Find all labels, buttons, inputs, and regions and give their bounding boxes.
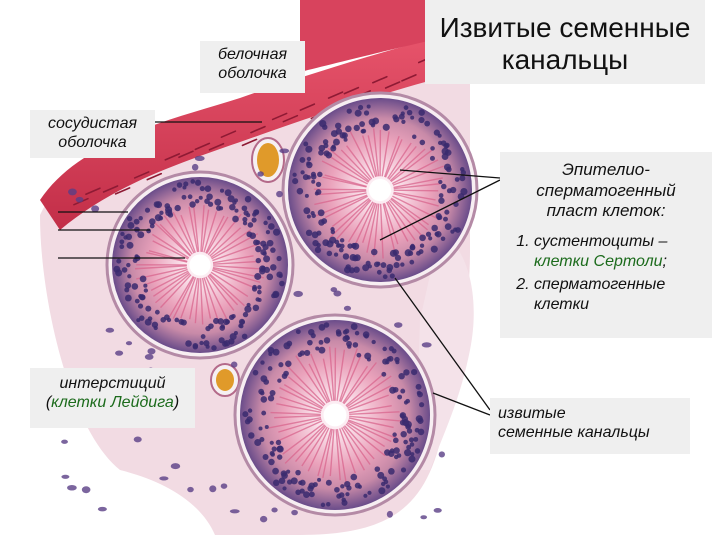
label-tubules-line-1: извитые: [498, 405, 566, 422]
title-line-2: канальцы: [501, 44, 629, 76]
sertoli-main-text: сустентоциты –: [534, 233, 668, 251]
paren-open: (: [45, 394, 52, 412]
label-tunica-albuginea: белочная оболочка: [200, 41, 305, 93]
epith-head-3: пласт клеток:: [546, 201, 666, 221]
sertoli-cells-text: клетки Сертоли: [534, 252, 663, 270]
leydig-cells-text: клетки Лейдига: [51, 394, 174, 412]
label-vascular-line-2: оболочка: [58, 134, 127, 152]
label-convoluted-tubules: извитые семенные канальцы: [490, 398, 690, 454]
blood-vessel-upper: [251, 137, 285, 183]
label-spermatogenic-epithelium: Эпителио- сперматогенный пласт клеток: с…: [500, 152, 712, 338]
title-line-1: Извитые семенные: [439, 12, 691, 43]
sertoli-tail: ;: [662, 252, 667, 270]
epith-heading: Эпителио- сперматогенный пласт клеток:: [510, 160, 702, 222]
pointer-tubule-1: [394, 277, 491, 411]
seminiferous-tubules: [105, 91, 479, 517]
tubule-cross-section: [233, 313, 437, 517]
label-interstitium-line-1: интерстиций: [59, 375, 166, 392]
pointer-lines: [58, 121, 501, 416]
label-tunica-line-2: оболочка: [218, 65, 287, 83]
epith-item-spermatogenic: сперматогенные клетки: [534, 275, 702, 314]
tubule-cross-section: [281, 91, 479, 289]
label-interstitium: интерстиций (клетки Лейдига): [30, 368, 195, 428]
pointer-tubule-2: [432, 392, 491, 416]
pointer-epith-2: [379, 179, 501, 241]
epith-item-sertoli: сустентоциты –клетки Сертоли;: [534, 232, 702, 271]
label-vascular-line-1: сосудистая: [47, 115, 138, 132]
epith-list: сустентоциты –клетки Сертоли; сперматоге…: [510, 232, 702, 314]
diagram-title: Извитые семенные канальцы: [425, 0, 705, 84]
label-tubules-line-2: семенные канальцы: [498, 424, 650, 442]
paren-close: ): [173, 394, 180, 412]
label-tunica-vasculosa: сосудистая оболочка: [30, 110, 155, 158]
epith-head-1: Эпителио-: [562, 160, 650, 179]
pointer-epith-1: [399, 169, 501, 179]
tubule-cross-section: [105, 170, 295, 360]
epith-head-2: сперматогенный: [536, 180, 676, 200]
blood-vessel-lower: [210, 363, 240, 397]
label-interstitium-line-2: (клетки Лейдига): [30, 393, 195, 412]
label-tunica-line-1: белочная: [217, 46, 288, 63]
